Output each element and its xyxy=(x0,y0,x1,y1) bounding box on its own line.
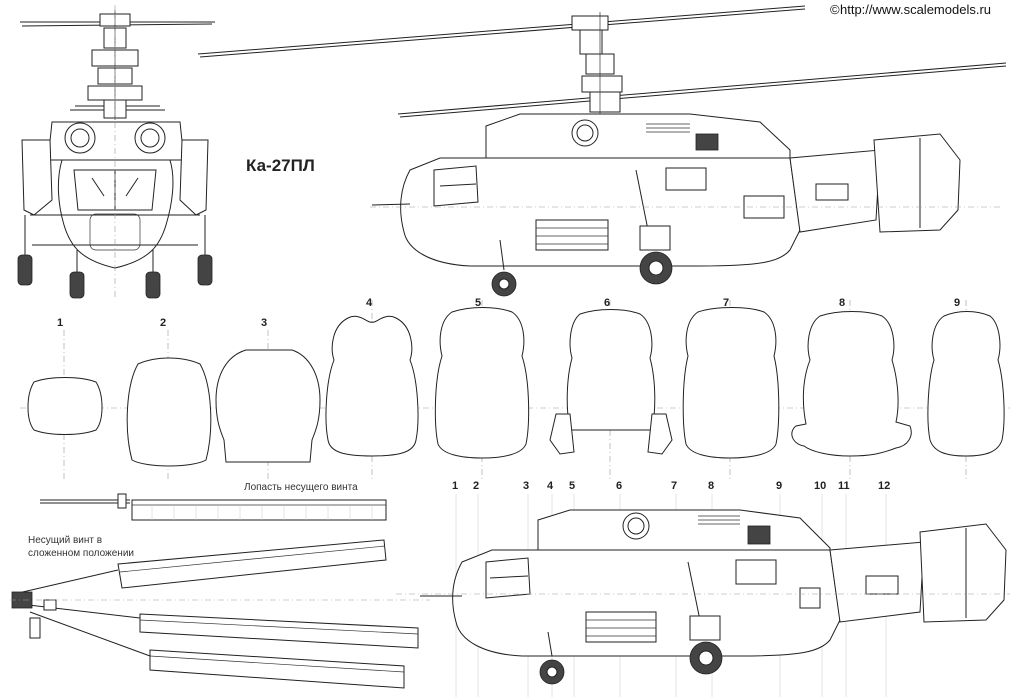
section-1: 1 xyxy=(27,317,103,480)
section-number-6: 6 xyxy=(604,297,610,309)
station-number-8: 8 xyxy=(708,480,714,492)
section-number-2: 2 xyxy=(160,317,166,329)
helicopter-side-view xyxy=(197,5,1007,297)
station-number-6: 6 xyxy=(616,480,622,492)
station-number-12: 12 xyxy=(878,480,890,492)
station-number-11: 11 xyxy=(838,480,850,492)
rotor-blade: Лопасть несущего винта xyxy=(40,482,387,521)
section-5: 5 xyxy=(434,297,530,480)
watermark-copyright: © xyxy=(830,2,840,17)
fuselage-sections: 1 2 3 4 5 6 xyxy=(20,297,1010,480)
section-number-7: 7 xyxy=(723,297,729,309)
section-9: 9 xyxy=(927,297,1005,480)
folded-rotor: Несущий винт в сложенном положении xyxy=(10,535,430,689)
station-number-7: 7 xyxy=(671,480,677,492)
watermark: © http://www.scalemodels.ru xyxy=(828,0,1024,19)
station-number-3: 3 xyxy=(523,480,529,492)
section-2: 2 xyxy=(126,317,212,480)
helicopter-side-view-stations: 1 2 3 4 5 6 7 8 9 10 11 12 xyxy=(396,480,1010,697)
blade-caption: Лопасть несущего винта xyxy=(244,482,358,493)
folded-caption-line2: сложенном положении xyxy=(28,548,134,559)
section-7: 7 xyxy=(682,297,780,480)
section-8: 8 xyxy=(791,297,912,480)
section-4: 4 xyxy=(325,297,419,480)
section-3: 3 xyxy=(215,317,321,480)
station-number-9: 9 xyxy=(776,480,782,492)
section-number-8: 8 xyxy=(839,297,845,309)
folded-caption-line1: Несущий винт в xyxy=(28,535,102,546)
section-6: 6 xyxy=(549,297,673,480)
section-number-9: 9 xyxy=(954,297,960,309)
station-number-1: 1 xyxy=(452,480,458,492)
station-number-4: 4 xyxy=(547,480,554,492)
drawing-title: Ка-27ПЛ xyxy=(246,156,315,175)
station-number-5: 5 xyxy=(569,480,575,492)
station-number-2: 2 xyxy=(473,480,479,492)
watermark-url: http://www.scalemodels.ru xyxy=(840,2,991,17)
section-number-3: 3 xyxy=(261,317,267,329)
helicopter-front-view xyxy=(17,5,215,300)
section-number-5: 5 xyxy=(475,297,481,309)
section-number-4: 4 xyxy=(366,297,373,309)
section-number-1: 1 xyxy=(57,317,63,329)
station-number-10: 10 xyxy=(814,480,826,492)
